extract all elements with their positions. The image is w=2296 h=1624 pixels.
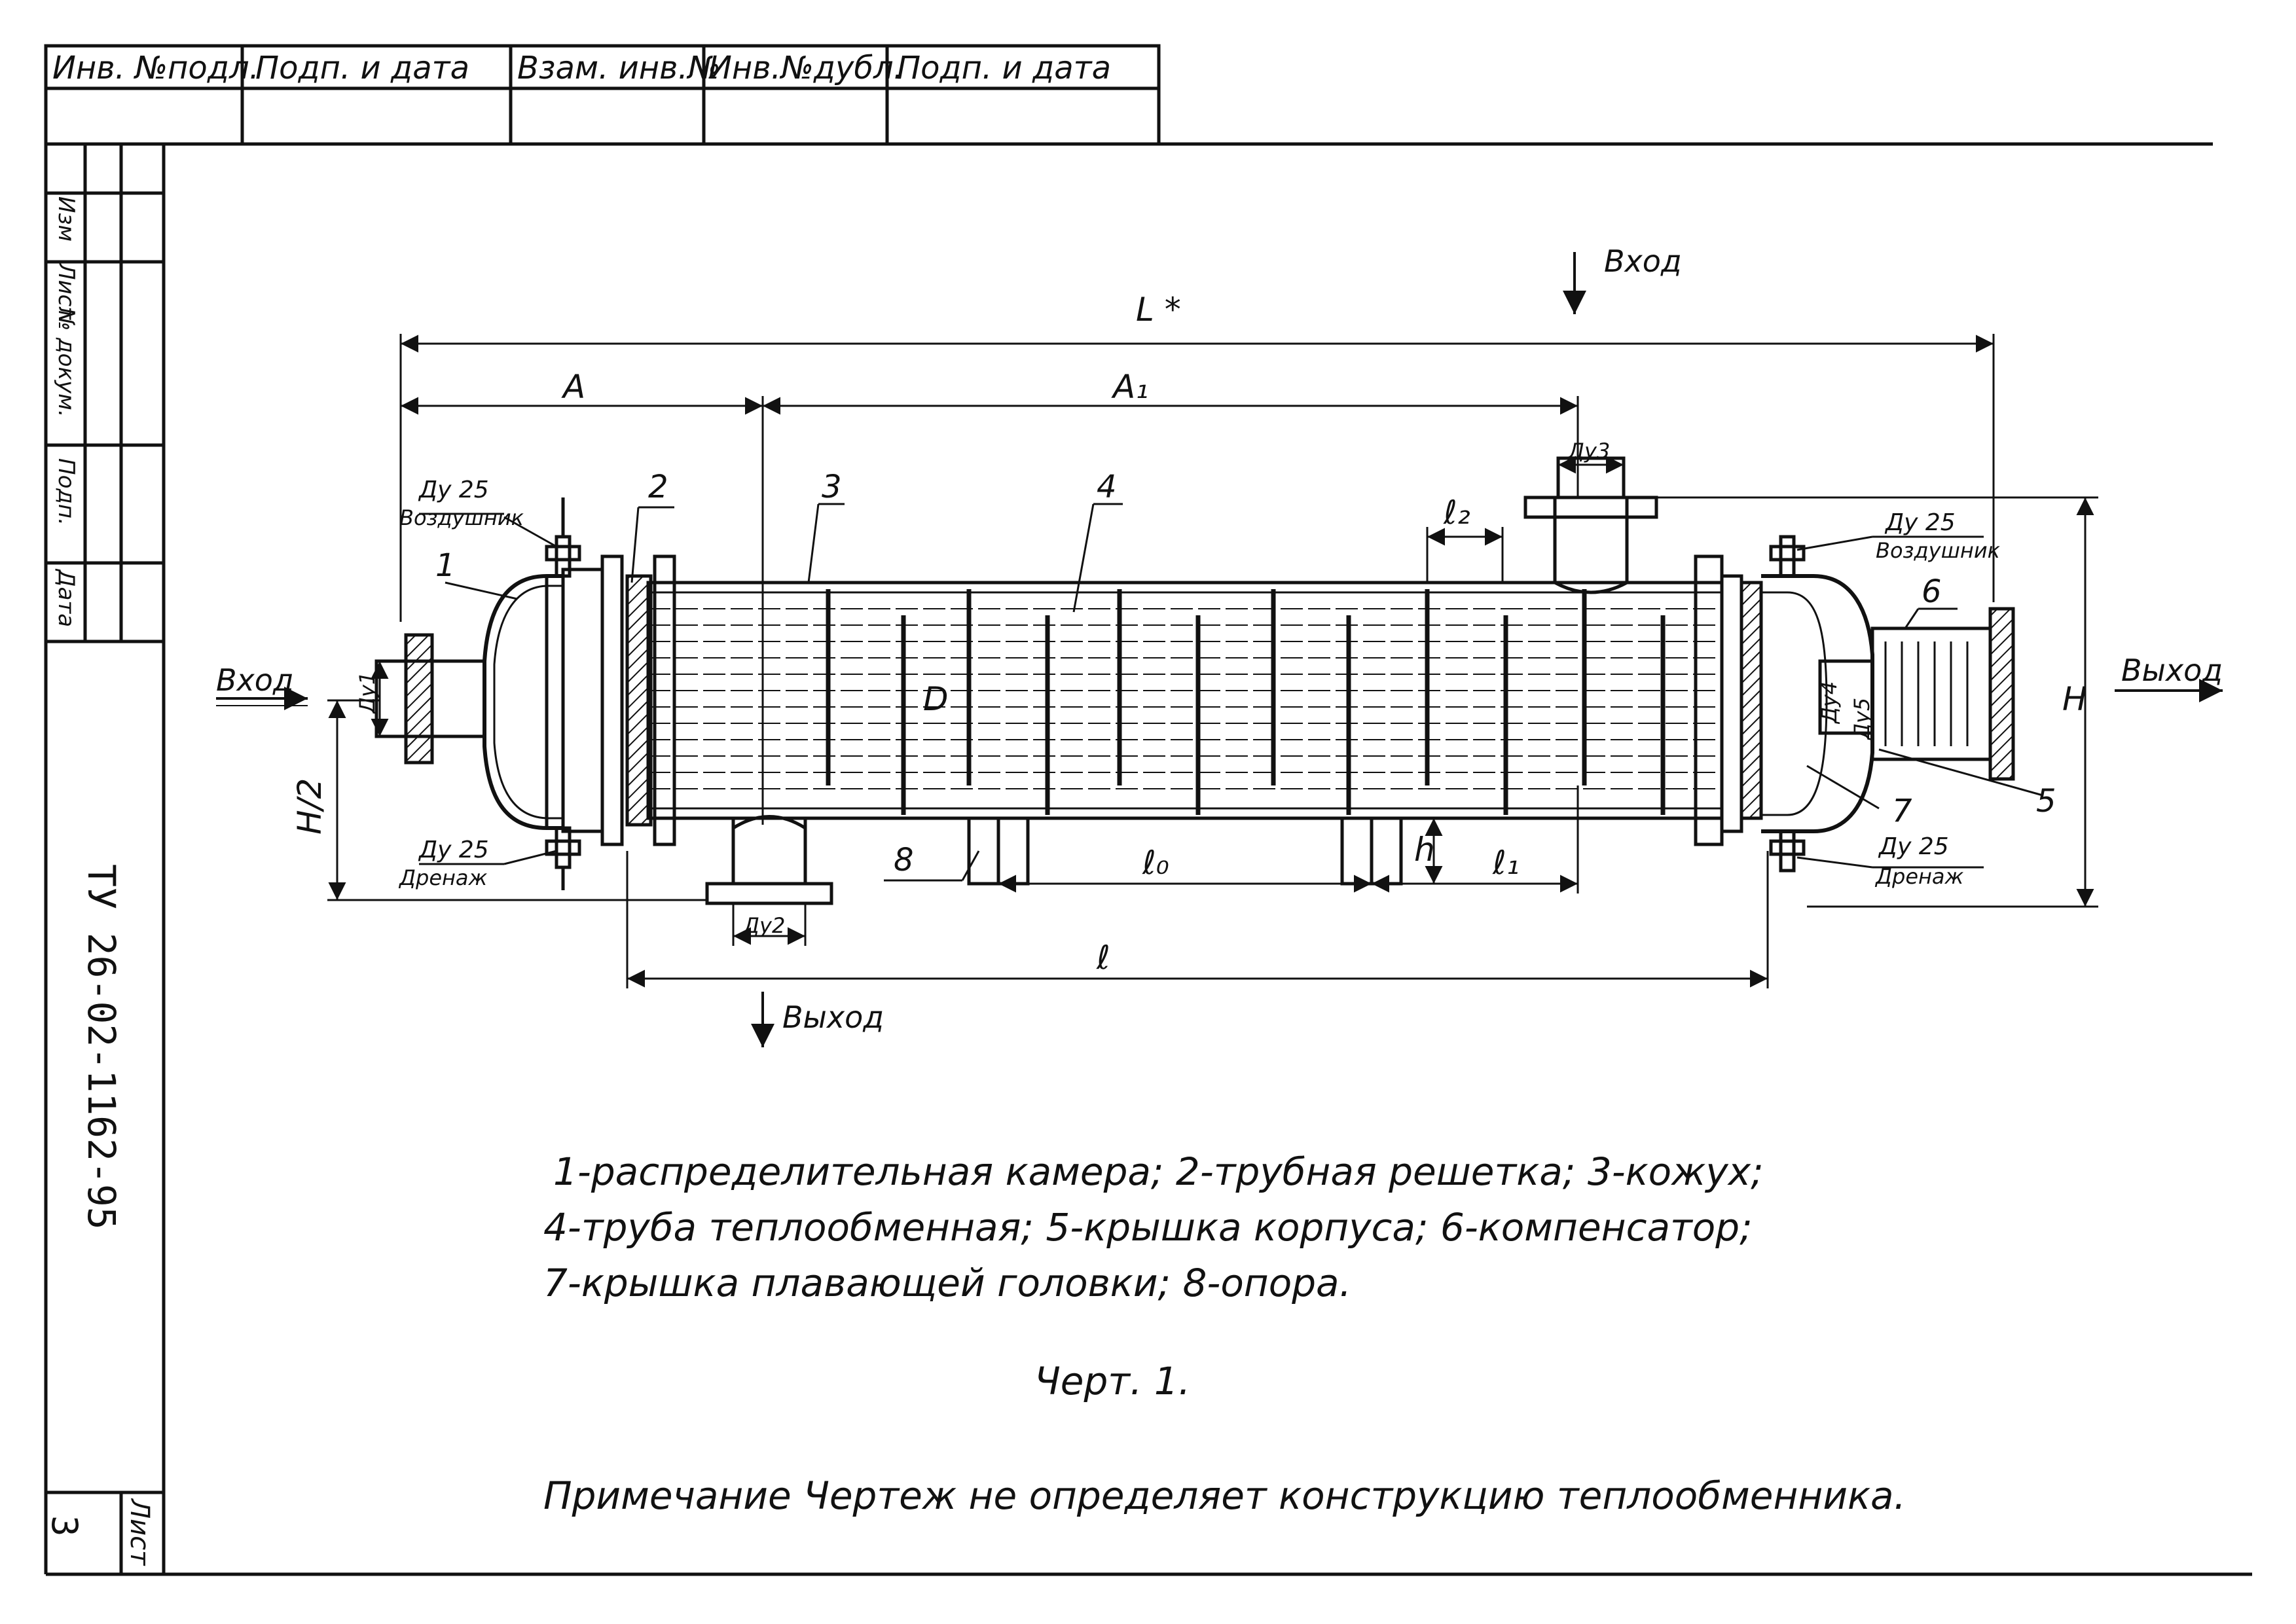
drawing-note: Примечание Чертеж не определяет конструк… (543, 1473, 1906, 1518)
vent-right-size: Ду 25 (1884, 509, 1956, 536)
leaders (216, 503, 2043, 882)
dimensions (327, 334, 2098, 988)
flow-outlet-right: Выход (2121, 653, 2223, 688)
callout-4: 4 (1097, 469, 1117, 505)
sheet-label: Лист (124, 1498, 155, 1566)
dim-l: ℓ (1096, 939, 1110, 977)
sheet-number: 3 (44, 1515, 85, 1537)
stamp-data: Дата (53, 568, 79, 627)
callout-8: 8 (894, 842, 914, 878)
drawing-caption: Черт. 1. (1034, 1359, 1190, 1403)
dim-L: L * (1136, 291, 1181, 329)
tubesheet-right (1740, 581, 1763, 820)
distribution-chamber (483, 574, 563, 830)
dim-A1: A₁ (1111, 368, 1148, 406)
flow-inlet-top: Вход (1604, 244, 1682, 279)
stamp-n-dokum: № докум. (53, 306, 79, 418)
callout-5: 5 (2036, 783, 2056, 820)
compensator (1870, 626, 1992, 761)
drain-left-label: Дренаж (398, 865, 488, 890)
floating-head-cover (1761, 591, 1828, 816)
baffles (826, 589, 1666, 815)
col-inv-podl: Инв. №подл. (52, 50, 259, 86)
legend-line-2: 4-труба теплообменная; 5-крышка корпуса;… (543, 1205, 1753, 1250)
dim-Dy4: Ду4 (1817, 681, 1842, 725)
vent-right-label: Воздушник (1876, 538, 2001, 563)
vent-left-size: Ду 25 (418, 477, 489, 503)
tube-bundle (648, 608, 1722, 789)
legend-line-3: 7-крышка плавающей головки; 8-опора. (543, 1261, 1351, 1305)
tubesheet-left (625, 574, 653, 827)
dim-Dy2: Ду2 (742, 913, 785, 938)
stamp-izm: Изм (53, 196, 79, 242)
dim-l2: ℓ₂ (1443, 494, 1470, 532)
flow-inlet-left: Вход (216, 662, 294, 698)
vent-left-label: Воздушник (399, 505, 524, 530)
col-podp-data-1: Подп. и дата (255, 50, 469, 86)
flow-arrows (216, 252, 2223, 1047)
drain-right-label: Дренаж (1874, 864, 1964, 889)
col-inv-dubl: Инв.№дубл. (708, 50, 903, 86)
dim-Dy5: Ду5 (1850, 698, 1874, 741)
side-stamp (44, 144, 2252, 1576)
stamp-podp: Подп. (53, 458, 79, 526)
flow-outlet-bottom: Выход (782, 1000, 884, 1035)
heat-exchanger (374, 456, 2015, 905)
callout-1: 1 (435, 547, 456, 584)
doc-code: ТУ 26-02-1162-95 (79, 864, 124, 1230)
dim-D: D (923, 680, 949, 718)
dim-h: h (1414, 831, 1435, 869)
drain-left-size: Ду 25 (418, 837, 489, 863)
dim-l1: ℓ₁ (1492, 844, 1520, 882)
title-block (44, 44, 2213, 146)
dim-H2: H/2 (291, 778, 329, 835)
outlet-nozzle-bottom (731, 816, 807, 886)
col-podp-data-2: Подп. и дата (897, 50, 1111, 86)
stamp-list: Лист (53, 262, 79, 320)
legend-line-1: 1-распределительная камера; 2-трубная ре… (553, 1149, 1764, 1194)
callout-6: 6 (1922, 573, 1942, 610)
drain-right-size: Ду 25 (1878, 833, 1949, 860)
callout-7: 7 (1892, 793, 1912, 829)
dim-Dy3: Ду3 (1567, 439, 1610, 463)
dim-Dy1: Ду1 (355, 672, 380, 715)
callout-3: 3 (822, 469, 842, 505)
dim-l0: ℓ₀ (1142, 844, 1169, 882)
dim-A: A (561, 368, 585, 406)
callout-2: 2 (648, 469, 668, 505)
shell (646, 581, 1724, 820)
inlet-nozzle-top (1553, 496, 1629, 585)
col-vzam-inv: Взам. инв.№ (517, 50, 721, 86)
dim-H: H (2062, 680, 2087, 718)
